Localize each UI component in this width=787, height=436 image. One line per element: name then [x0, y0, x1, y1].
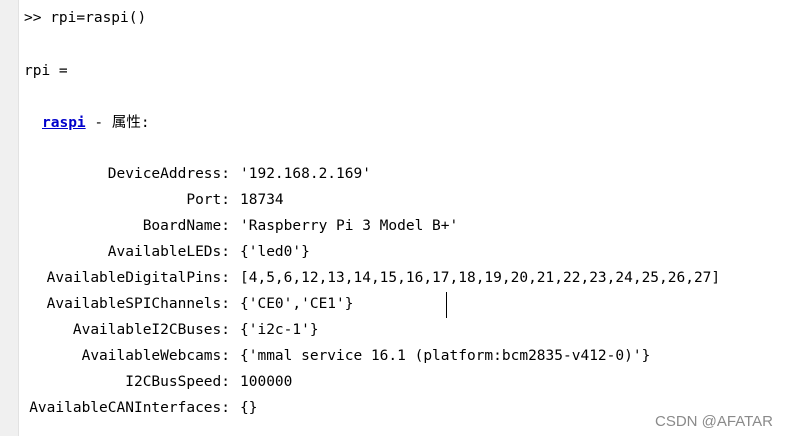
property-row-available-spi-channels: AvailableSPIChannels: {'CE0','CE1'}: [0, 294, 787, 320]
property-row-available-can-interfaces: AvailableCANInterfaces: {}: [0, 398, 787, 424]
text-cursor: [446, 292, 447, 318]
property-value: '192.168.2.169': [240, 166, 371, 182]
property-row-port: Port: 18734: [0, 190, 787, 216]
property-row-device-address: DeviceAddress: '192.168.2.169': [0, 164, 787, 190]
class-header-suffix: - 属性:: [85, 115, 150, 131]
property-key: I2CBusSpeed:: [125, 374, 230, 390]
property-row-available-i2c-buses: AvailableI2CBuses: {'i2c-1'}: [0, 320, 787, 346]
property-key: DeviceAddress:: [107, 166, 230, 182]
variable-name-line: rpi =: [24, 63, 68, 79]
watermark: CSDN @AFATAR: [654, 413, 773, 430]
property-row-i2c-bus-speed: I2CBusSpeed: 100000: [0, 372, 787, 398]
property-value: 18734: [240, 192, 284, 208]
class-header: raspi - 属性:: [42, 113, 150, 133]
class-name-link[interactable]: raspi: [42, 115, 86, 131]
property-value: 100000: [240, 374, 293, 390]
property-key: AvailableI2CBuses:: [72, 322, 230, 338]
property-value: {'i2c-1'}: [240, 322, 319, 338]
property-value: {'mmal service 16.1 (platform:bcm2835-v4…: [240, 348, 651, 364]
property-value: [4,5,6,12,13,14,15,16,17,18,19,20,21,22,…: [240, 270, 721, 286]
property-row-available-digital-pins: AvailableDigitalPins: [4,5,6,12,13,14,15…: [0, 268, 787, 294]
property-row-board-name: BoardName: 'Raspberry Pi 3 Model B+': [0, 216, 787, 242]
property-key: AvailableSPIChannels:: [46, 296, 230, 312]
property-key: AvailableCANInterfaces:: [29, 400, 230, 416]
property-row-available-leds: AvailableLEDs: {'led0'}: [0, 242, 787, 268]
property-value: {'led0'}: [240, 244, 310, 260]
console-gutter: [0, 0, 19, 436]
property-value: {'CE0','CE1'}: [240, 296, 354, 312]
property-value: 'Raspberry Pi 3 Model B+': [240, 218, 459, 234]
property-key: AvailableDigitalPins:: [46, 270, 230, 286]
property-row-available-webcams: AvailableWebcams: {'mmal service 16.1 (p…: [0, 346, 787, 372]
property-key: BoardName:: [142, 218, 230, 234]
property-value: {}: [240, 400, 258, 416]
property-key: AvailableWebcams:: [81, 348, 230, 364]
command-line[interactable]: >> rpi=raspi(): [24, 10, 147, 26]
property-key: AvailableLEDs:: [107, 244, 230, 260]
property-key: Port:: [186, 192, 230, 208]
